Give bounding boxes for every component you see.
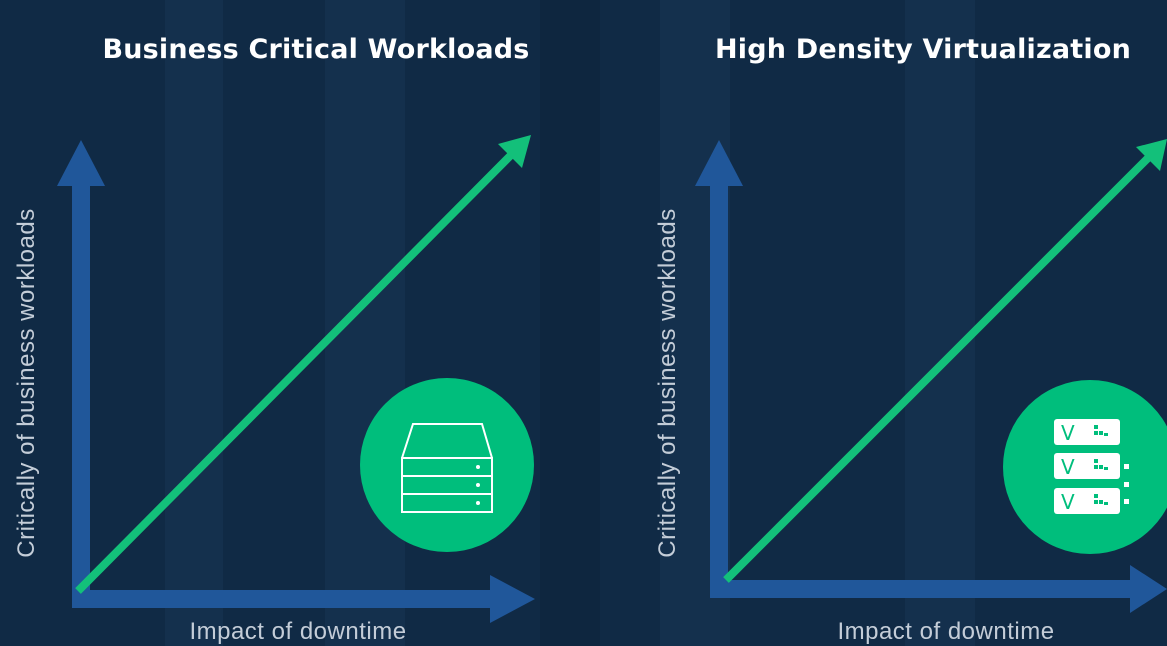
vm-box: V [1054,419,1120,445]
x-axis-label: Impact of downtime [189,618,407,645]
trend-arrow [723,139,1167,583]
vm-box: V [1054,488,1120,514]
panel-business-critical [57,135,535,623]
trend-arrow [75,135,531,594]
background-band [540,0,600,646]
background-band [165,0,223,646]
background-band [905,0,975,646]
panel-title-high-density: High Density Virtualization [714,34,1132,65]
vm-label: V [1061,490,1075,514]
panel-high-density: V V V [695,139,1167,613]
panel-title-business-critical: Business Critical Workloads [102,34,530,65]
vm-label: V [1061,455,1075,479]
background-band [325,0,405,646]
x-axis-arrow [710,565,1167,613]
y-axis-arrow [695,140,743,598]
x-axis-arrow [72,575,535,623]
x-axis-label: Impact of downtime [837,618,1055,645]
vm-box: V [1054,453,1120,479]
y-axis-arrow [57,140,105,598]
server-storage-icon [360,378,534,552]
vm-label: V [1061,421,1075,445]
virtual-machines-icon: V V V [1003,380,1167,554]
